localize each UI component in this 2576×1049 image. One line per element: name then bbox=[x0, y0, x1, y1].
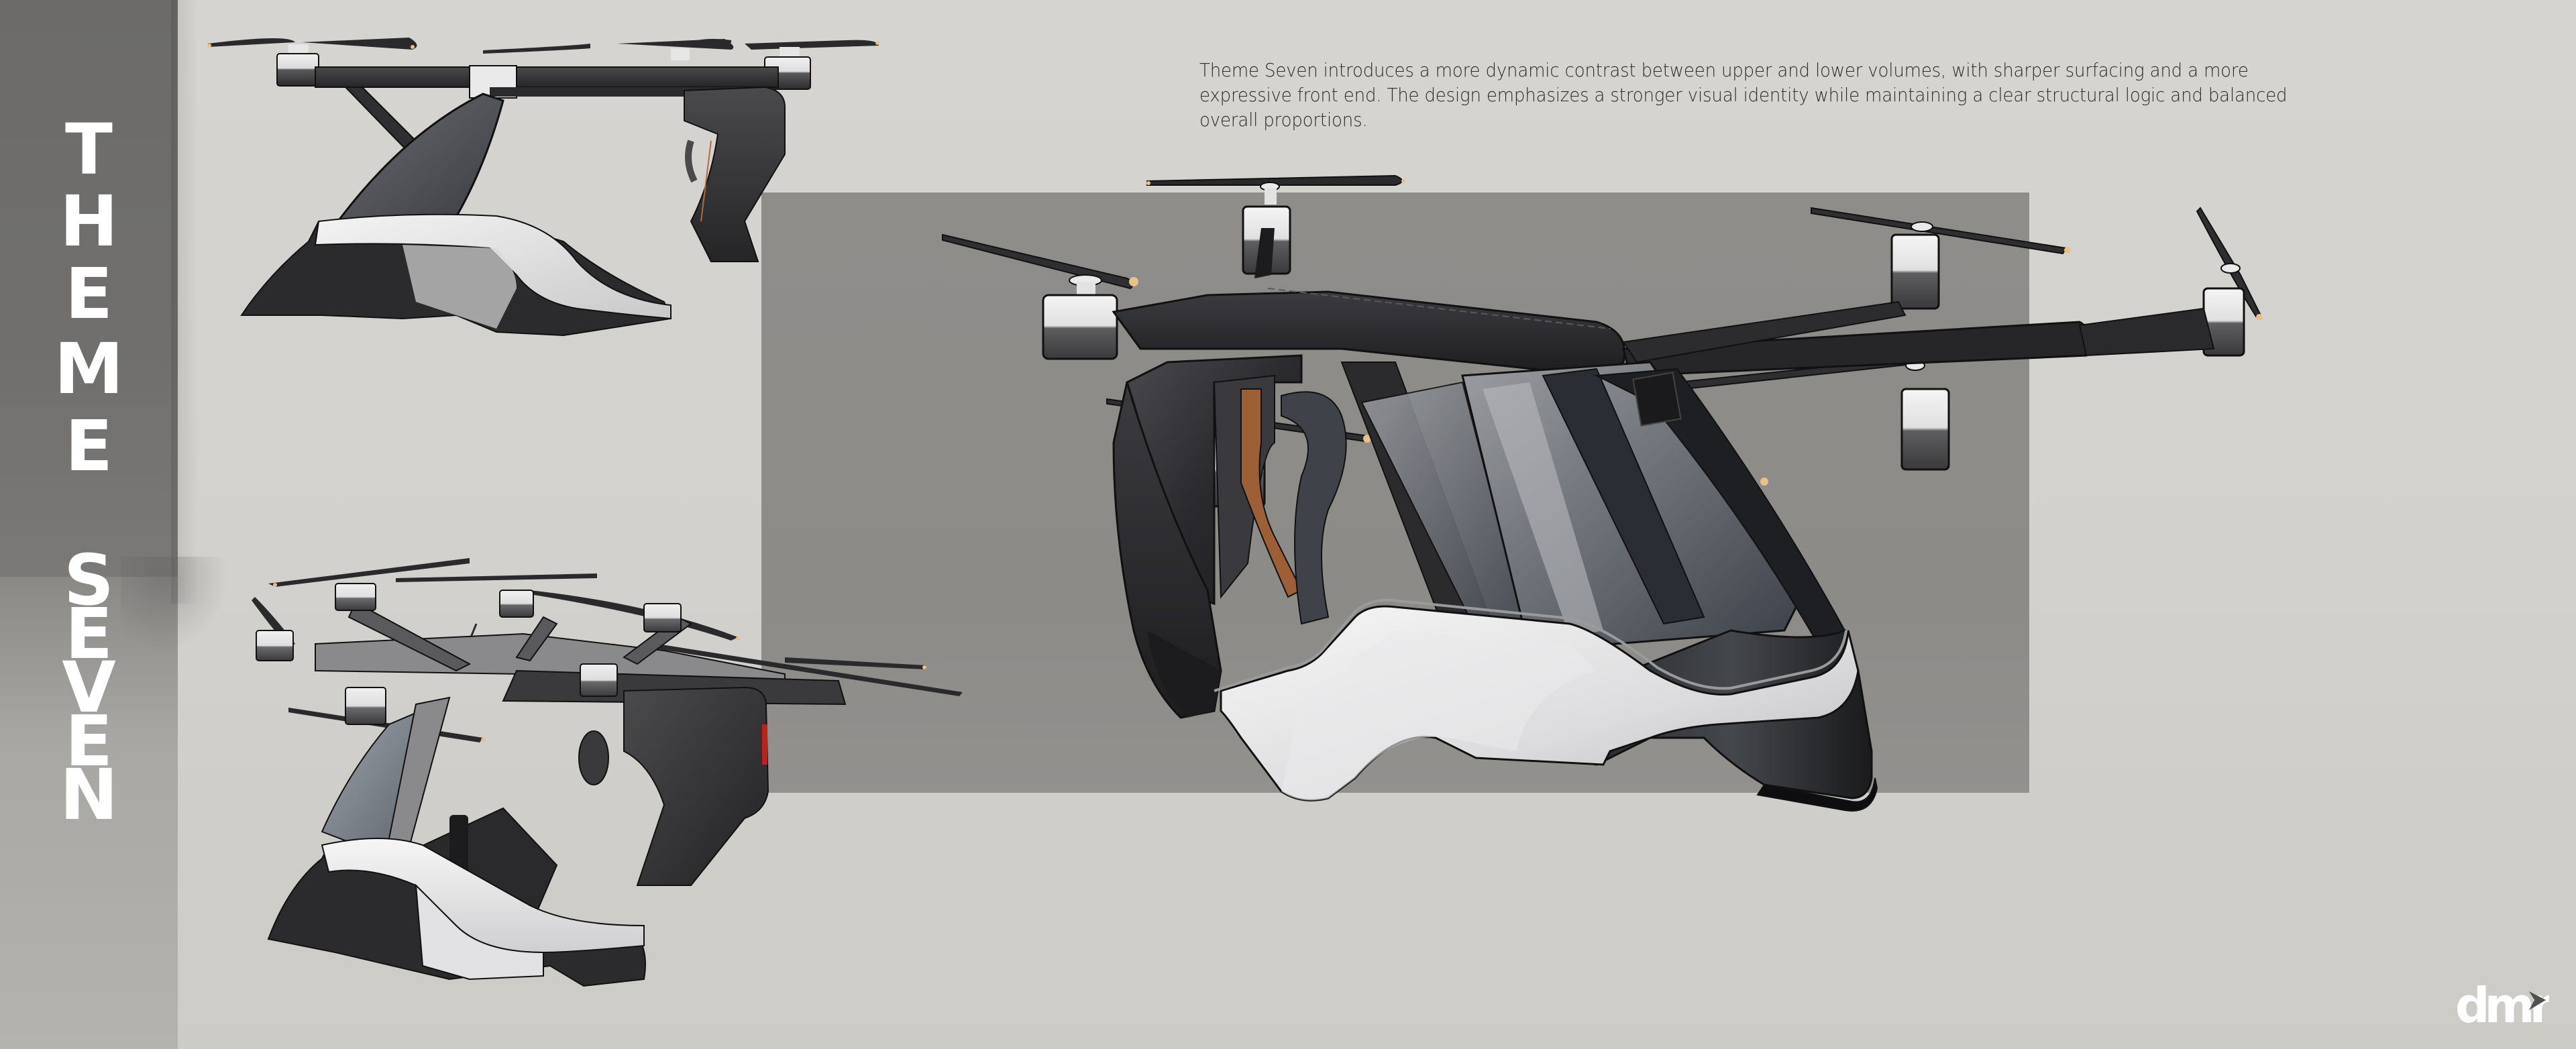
band-shadow bbox=[171, 0, 198, 604]
title-letter: V bbox=[62, 647, 116, 728]
hero-view-drone bbox=[942, 174, 2263, 812]
title-letter: E bbox=[64, 593, 113, 675]
title-letter: M bbox=[54, 328, 124, 410]
title-letter: T bbox=[65, 109, 113, 190]
title-letter: E bbox=[64, 253, 113, 335]
band-corner-shadow bbox=[121, 557, 228, 651]
title-letter: E bbox=[64, 405, 113, 487]
side-view-drone bbox=[207, 38, 879, 337]
three-quarter-view-drone bbox=[252, 558, 963, 987]
vertical-title: T H E M E S E V E N bbox=[0, 0, 178, 1049]
title-letter: H bbox=[59, 180, 119, 262]
chevron-right-icon bbox=[2529, 991, 2546, 1010]
title-band bbox=[0, 0, 178, 590]
design-description: Theme Seven introduces a more dynamic co… bbox=[1199, 59, 2288, 131]
title-letter: S bbox=[64, 539, 114, 621]
title-band-fade bbox=[0, 577, 178, 1049]
title-letter: E bbox=[64, 700, 113, 782]
dmr-logo: dmr bbox=[2455, 978, 2549, 1032]
title-letter: N bbox=[59, 754, 119, 836]
